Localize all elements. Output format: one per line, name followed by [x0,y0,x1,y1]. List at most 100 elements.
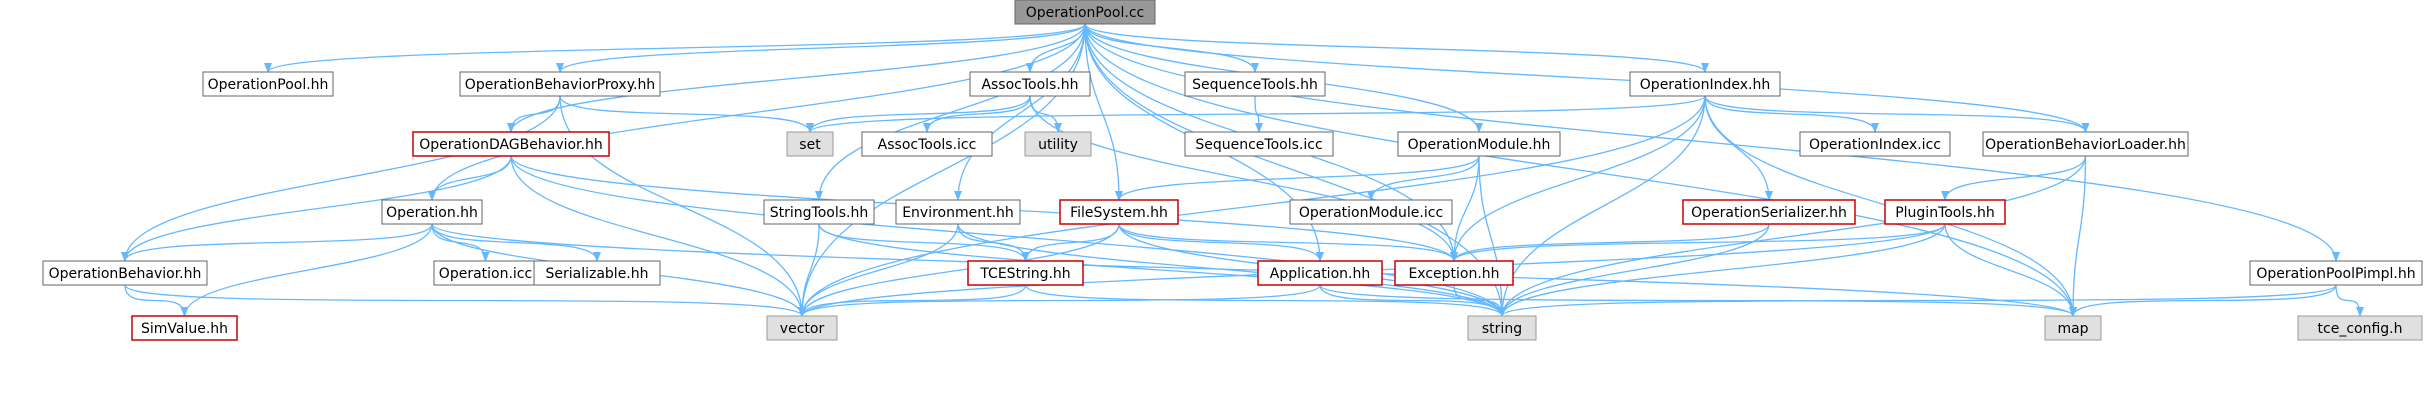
node-box-set [786,131,834,157]
node-opmodule_icc[interactable]: OperationModule.icc [1289,199,1453,225]
node-filesystem[interactable]: FileSystem.hh [1059,199,1179,225]
node-label-operation: Operation.hh [386,205,478,221]
node-box-serializer [1682,199,1856,225]
node-label-opindex_icc: OperationIndex.icc [1809,137,1941,153]
node-box-behavior [42,260,208,286]
edge-root-to-environment [954,23,1086,201]
edge-tcestring-to-string [1024,284,1506,317]
edge-root-to-operation [428,23,1086,201]
node-label-environment: Environment.hh [902,205,1014,221]
node-utility: utility [1024,131,1092,157]
node-box-filesystem [1059,199,1179,225]
node-label-serializable: Serializable.hh [545,266,648,282]
edge-root-to-stringtools [815,23,1086,201]
node-pool_hh[interactable]: OperationPool.hh [202,71,334,97]
node-label-opmodule_icc: OperationModule.icc [1299,205,1443,221]
node-simvalue[interactable]: SimValue.hh [131,315,238,341]
node-assoc[interactable]: AssocTools.hh [969,71,1091,97]
edge-dag-to-operation [428,155,512,201]
node-tcestring[interactable]: TCEString.hh [967,260,1084,286]
edge-root-to-behloader [1084,23,2090,133]
node-operation_icc[interactable]: Operation.icc [433,260,538,286]
node-box-opindex [1629,71,1781,97]
node-poolpimpl[interactable]: OperationPoolPimpl.hh [2249,260,2423,286]
node-assoc_icc[interactable]: AssocTools.icc [861,131,993,157]
edge-poolpimpl-to-string [1498,284,2337,317]
node-label-behloader: OperationBehaviorLoader.hh [1985,137,2186,153]
node-opindex_icc[interactable]: OperationIndex.icc [1799,131,1951,157]
node-box-string [1467,315,1537,341]
edge-behloader-to-map [2069,155,2087,317]
node-serializable[interactable]: Serializable.hh [533,260,661,286]
node-label-utility: utility [1038,137,1078,153]
node-box-dag [412,131,610,157]
node-dag[interactable]: OperationDAGBehavior.hh [412,131,610,157]
node-box-seqtools [1184,71,1326,97]
node-exception[interactable]: Exception.hh [1394,260,1514,286]
edge-assoc-to-assoc_icc [923,95,1031,133]
node-vector: vector [766,315,838,341]
edge-behavior-to-simvalue [124,284,189,317]
edge-tcestring-to-vector [798,284,1027,317]
node-label-seq_icc: SequenceTools.icc [1195,137,1322,153]
node-label-assoc_icc: AssocTools.icc [878,137,977,153]
node-box-operation [381,199,483,225]
node-label-exception: Exception.hh [1408,266,1499,282]
node-box-seq_icc [1184,131,1334,157]
edge-opindex-to-vector [798,95,1706,317]
edge-root-to-map [1084,23,2077,317]
node-serializer[interactable]: OperationSerializer.hh [1682,199,1856,225]
edge-opindex-to-opindex_icc [1704,95,1879,133]
node-box-root [1014,0,1156,25]
node-opmodule[interactable]: OperationModule.hh [1397,131,1561,157]
node-behloader[interactable]: OperationBehaviorLoader.hh [1982,131,2189,157]
node-seqtools[interactable]: SequenceTools.hh [1184,71,1326,97]
node-behavior[interactable]: OperationBehavior.hh [42,260,208,286]
edge-dag-to-behavior [121,155,512,262]
node-application[interactable]: Application.hh [1257,260,1383,286]
node-box-stringtools [763,199,875,225]
node-box-poolpimpl [2249,260,2423,286]
node-environment[interactable]: Environment.hh [895,199,1021,225]
node-label-application: Application.hh [1270,266,1370,282]
node-root: OperationPool.cc [1014,0,1156,25]
node-plugintools[interactable]: PluginTools.hh [1884,199,2006,225]
node-map: map [2044,315,2102,341]
node-label-tcestring: TCEString.hh [979,266,1070,282]
edge-opindex-to-set [806,95,1706,133]
edge-serializer-to-exception [1450,223,1770,262]
edge-bproxy-to-set [559,95,814,133]
edge-operation-to-simvalue [180,223,433,317]
edge-operation-to-operation_icc [431,223,490,262]
edge-operation-to-map [431,223,2077,317]
node-label-serializer: OperationSerializer.hh [1691,205,1847,221]
node-label-opindex: OperationIndex.hh [1640,77,1770,93]
edge-root-to-opindex [1084,23,1709,73]
node-seq_icc[interactable]: SequenceTools.icc [1184,131,1334,157]
edge-opmodule-to-string [1478,155,1506,317]
edge-poolpimpl-to-tceconfig [2335,284,2364,317]
node-box-environment [895,199,1021,225]
node-operation[interactable]: Operation.hh [381,199,483,225]
node-set: set [786,131,834,157]
node-label-plugintools: PluginTools.hh [1895,205,1995,221]
edge-behloader-to-string [1498,155,2087,317]
node-opindex[interactable]: OperationIndex.hh [1629,71,1781,97]
edge-plugintools-to-exception [1450,223,1946,262]
edge-application-to-vector [798,284,1321,317]
node-box-bproxy [459,71,661,97]
edge-filesystem-to-vector [798,223,1120,317]
edge-operation-to-serializable [431,223,601,262]
node-label-opmodule: OperationModule.hh [1408,137,1551,153]
node-box-plugintools [1884,199,2006,225]
node-stringtools[interactable]: StringTools.hh [763,199,875,225]
node-box-utility [1024,131,1092,157]
edge-bproxy-to-behavior [121,95,561,262]
edge-root-to-poolpimpl [1084,23,2340,262]
node-label-bproxy: OperationBehaviorProxy.hh [465,77,655,93]
edge-opindex-to-behloader [1704,95,2090,133]
node-label-dag: OperationDAGBehavior.hh [419,137,602,153]
node-bproxy[interactable]: OperationBehaviorProxy.hh [459,71,661,97]
edge-environment-to-vector [798,223,959,317]
